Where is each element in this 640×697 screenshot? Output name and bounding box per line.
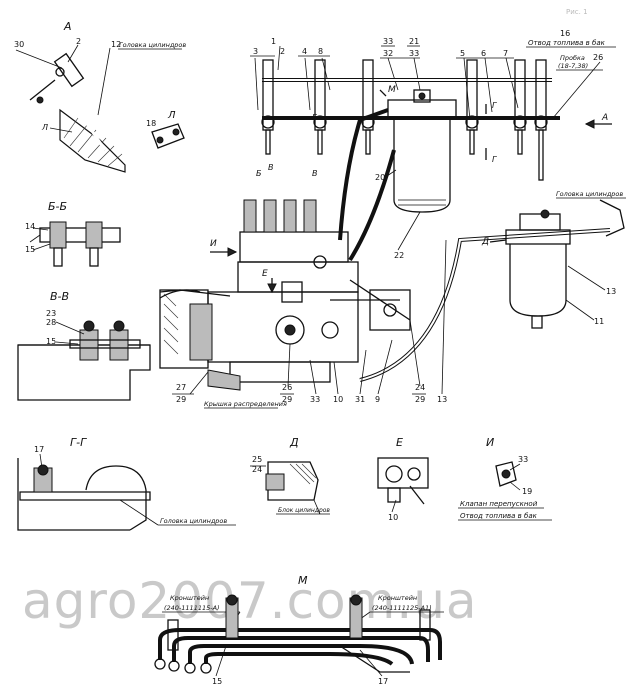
view-i-title: И bbox=[486, 436, 494, 449]
view-bb-title: Б-Б bbox=[48, 200, 67, 213]
callout-15-bb: 15 bbox=[25, 245, 35, 254]
marker-b1: Б bbox=[312, 113, 318, 122]
callout-15-m: 15 bbox=[212, 677, 222, 686]
marker-v1: В bbox=[268, 163, 274, 172]
callout-25: 25 bbox=[252, 455, 262, 464]
view-vv-title: В-В bbox=[50, 290, 69, 303]
callout-32: 32 bbox=[383, 49, 393, 58]
callout-11: 11 bbox=[594, 317, 604, 326]
callout-26-top: 26 bbox=[593, 53, 603, 62]
marker-m: М bbox=[388, 85, 396, 95]
callout-18: 18 bbox=[146, 119, 156, 128]
label-otvod-1: Отвод топлива в бак bbox=[528, 39, 606, 47]
label-otvod-2: Отвод топлива в бак bbox=[460, 512, 538, 520]
callout-24-bottom: 24 bbox=[415, 383, 425, 392]
callout-33-top: 33 bbox=[383, 37, 393, 46]
callout-13-right: 13 bbox=[606, 287, 616, 296]
callout-2-view-a: 2 bbox=[76, 37, 81, 46]
view-e-detail: Е 10 bbox=[377, 436, 429, 522]
callout-24-d: 24 bbox=[252, 465, 262, 474]
callout-12: 12 bbox=[111, 40, 121, 49]
callout-15-vv: 15 bbox=[46, 337, 56, 346]
label-golovka-3: Головка цилиндров bbox=[160, 517, 227, 525]
view-m-brackets: М Кронштейн (240-1111115-А) Кронштейн (2… bbox=[154, 574, 444, 686]
label-blok: Блок цилиндров bbox=[278, 507, 330, 514]
marker-g1: Г bbox=[492, 101, 497, 110]
callout-26-bottom: 26 bbox=[282, 383, 292, 392]
view-d-title: Д bbox=[289, 436, 299, 449]
label-kryshka: Крышка распределения bbox=[204, 400, 287, 408]
callout-30: 30 bbox=[14, 40, 24, 49]
callout-29-mid: 29 bbox=[282, 395, 292, 404]
callout-22: 22 bbox=[394, 251, 404, 260]
callout-21: 21 bbox=[409, 37, 419, 46]
callout-10-bottom: 10 bbox=[333, 395, 343, 404]
callout-4: 4 bbox=[302, 47, 307, 56]
label-golovka-1: Головка цилиндров bbox=[119, 41, 186, 49]
view-i-detail: И 33 19 Клапан перепускной Отвод топлива… bbox=[458, 436, 552, 521]
fine-fuel-filter bbox=[387, 89, 457, 213]
label-kronshtein-2b: (240-1111125-А1) bbox=[372, 604, 432, 612]
marker-b3: Б bbox=[256, 169, 262, 178]
callout-10-e: 10 bbox=[388, 513, 398, 522]
view-a-title: А bbox=[63, 20, 72, 33]
view-e-title: Е bbox=[396, 436, 403, 449]
callout-2: 2 bbox=[280, 47, 285, 56]
label-golovka-2: Головка цилиндров bbox=[556, 190, 623, 198]
view-gg-section: Г-Г 17 Головка цилиндров bbox=[17, 436, 236, 531]
callout-17-gg: 17 bbox=[34, 445, 44, 454]
marker-d: Д bbox=[481, 237, 489, 247]
view-m-title: М bbox=[298, 574, 308, 587]
callout-7: 7 bbox=[503, 49, 508, 58]
watermark: agro2007.com.ua bbox=[22, 572, 478, 630]
callout-28: 28 bbox=[46, 318, 56, 327]
label-probka-2: (18-7,38) bbox=[558, 62, 588, 70]
view-gg-title: Г-Г bbox=[70, 436, 87, 449]
injector-row bbox=[261, 59, 548, 181]
marker-a: А bbox=[601, 113, 608, 123]
callout-29-left: 29 bbox=[176, 395, 186, 404]
callout-33-top2: 33 bbox=[409, 49, 419, 58]
coarse-fuel-filter bbox=[505, 209, 571, 329]
marker-i: И bbox=[210, 239, 217, 249]
main-assembly: 1 2 3 4 8 33 32 21 33 5 6 7 Рис. 1 16 От… bbox=[159, 8, 626, 409]
marker-b2: В bbox=[312, 169, 318, 178]
callout-31: 31 bbox=[355, 395, 365, 404]
callout-29-right: 29 bbox=[415, 395, 425, 404]
label-kronshtein-1b: (240-1111115-А) bbox=[164, 604, 220, 612]
view-l-clamp: Л 18 bbox=[146, 110, 185, 149]
view-bb-section: Б-Б 14 15 bbox=[25, 200, 121, 267]
view-l-title: Л bbox=[167, 110, 176, 121]
callout-6: 6 bbox=[481, 49, 486, 58]
callout-1: 1 bbox=[271, 37, 276, 46]
view-d-detail: Д 25 24 Блок цилиндров bbox=[250, 436, 330, 515]
callout-3: 3 bbox=[253, 47, 258, 56]
label-probka-1: Пробка bbox=[560, 54, 585, 62]
callout-17-m: 17 bbox=[378, 677, 388, 686]
marker-g2: Г bbox=[492, 155, 497, 164]
label-kronshtein-2a: Кронштейн bbox=[378, 594, 417, 602]
callout-19: 19 bbox=[522, 487, 532, 496]
view-vv-section: В-В 23 28 15 bbox=[17, 290, 151, 401]
callout-20: 20 bbox=[375, 173, 385, 182]
callout-14: 14 bbox=[25, 222, 35, 231]
callout-33-bottom: 33 bbox=[310, 395, 320, 404]
callout-8: 8 bbox=[318, 47, 323, 56]
marker-e: Е bbox=[262, 269, 268, 279]
callout-13-bottom: 13 bbox=[437, 395, 447, 404]
callout-23: 23 bbox=[46, 309, 56, 318]
callout-9: 9 bbox=[375, 395, 380, 404]
faint-label: Рис. 1 bbox=[566, 8, 588, 16]
callout-16: 16 bbox=[560, 29, 570, 38]
view-a-injector-detail: А 30 2 12 Головка цилиндров Л bbox=[14, 20, 186, 173]
label-kronshtein-1a: Кронштейн bbox=[170, 594, 209, 602]
injection-pump bbox=[159, 199, 411, 391]
view-a-label-l: Л bbox=[41, 123, 48, 132]
callout-33-i: 33 bbox=[518, 455, 528, 464]
label-klapan: Клапан перепускной bbox=[460, 500, 538, 508]
callout-27: 27 bbox=[176, 383, 186, 392]
callout-5: 5 bbox=[460, 49, 465, 58]
